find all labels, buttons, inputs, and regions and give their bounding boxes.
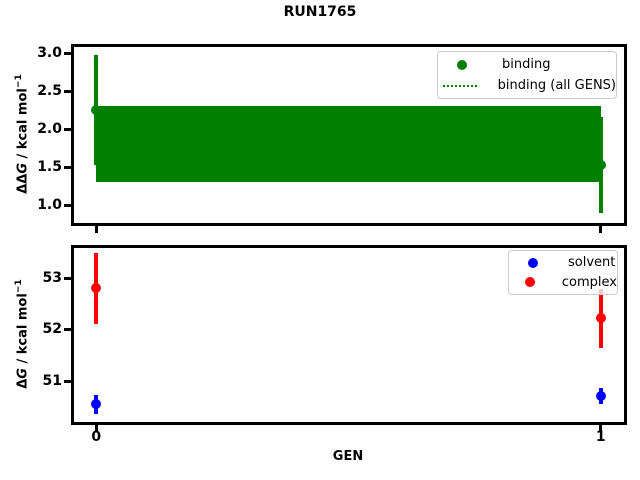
legend-entry-binding-all-gens-: binding (all GENS) [438,75,616,96]
y-tick-label: 51 [42,373,62,390]
y-tick-label: 1.0 [37,197,62,214]
bottom-plot-legend: solvent complex [508,250,618,295]
y-tick-label: 1.5 [37,159,62,175]
data-point-complex [91,283,102,294]
y-tick-label: 53 [42,269,62,286]
data-point-solvent [595,391,606,402]
legend-dot-icon [442,59,482,70]
legend-label: complex [561,274,617,290]
legend-dot-icon [513,257,553,268]
y-tick-mark [63,127,71,131]
legend-label: solvent [568,255,616,271]
data-point-binding [595,160,606,171]
figure-title: RUN1765 [283,4,357,20]
top-plot-legend: binding binding (all GENS) [437,51,617,99]
legend-dot-icon [513,277,547,288]
y-tick-mark [63,166,71,169]
y-tick-label: 52 [42,321,62,338]
legend-entry-complex: complex [509,273,617,293]
plot-1-frame [70,244,627,425]
y-tick-label: 3.0 [37,44,62,61]
y-tick-mark [63,89,71,93]
legend-dotted-line-icon [442,84,478,87]
x-tick-mark [94,225,98,233]
x-axis-label: GEN [332,449,364,464]
y-tick-mark [63,204,71,208]
x-tick-label: 0 [91,429,102,445]
dotted-line-icon [442,84,477,87]
y-tick-label: 2.5 [37,82,62,99]
y-tick-label: 2.0 [37,120,62,137]
dot-marker-icon [528,257,538,268]
x-tick-mark [94,424,98,432]
y-tick-mark [63,380,71,384]
x-tick-mark [599,424,603,432]
data-point-complex [595,313,606,324]
dot-marker-icon [524,277,535,288]
data-point-solvent [91,399,102,410]
legend-label: binding [502,57,551,72]
legend-entry-solvent: solvent [509,253,617,273]
data-point-binding [91,105,102,116]
dot-marker-icon [457,59,467,70]
y-tick-mark [63,276,71,280]
legend-entry-binding: binding [438,54,616,75]
x-tick-label: 1 [595,429,606,445]
legend-label: binding (all GENS) [497,78,616,93]
x-tick-mark [599,225,603,233]
y-tick-mark [63,328,71,332]
plot-0-frame [70,43,627,226]
band-binding-all-gens- [96,105,601,182]
y-tick-mark [63,51,71,55]
